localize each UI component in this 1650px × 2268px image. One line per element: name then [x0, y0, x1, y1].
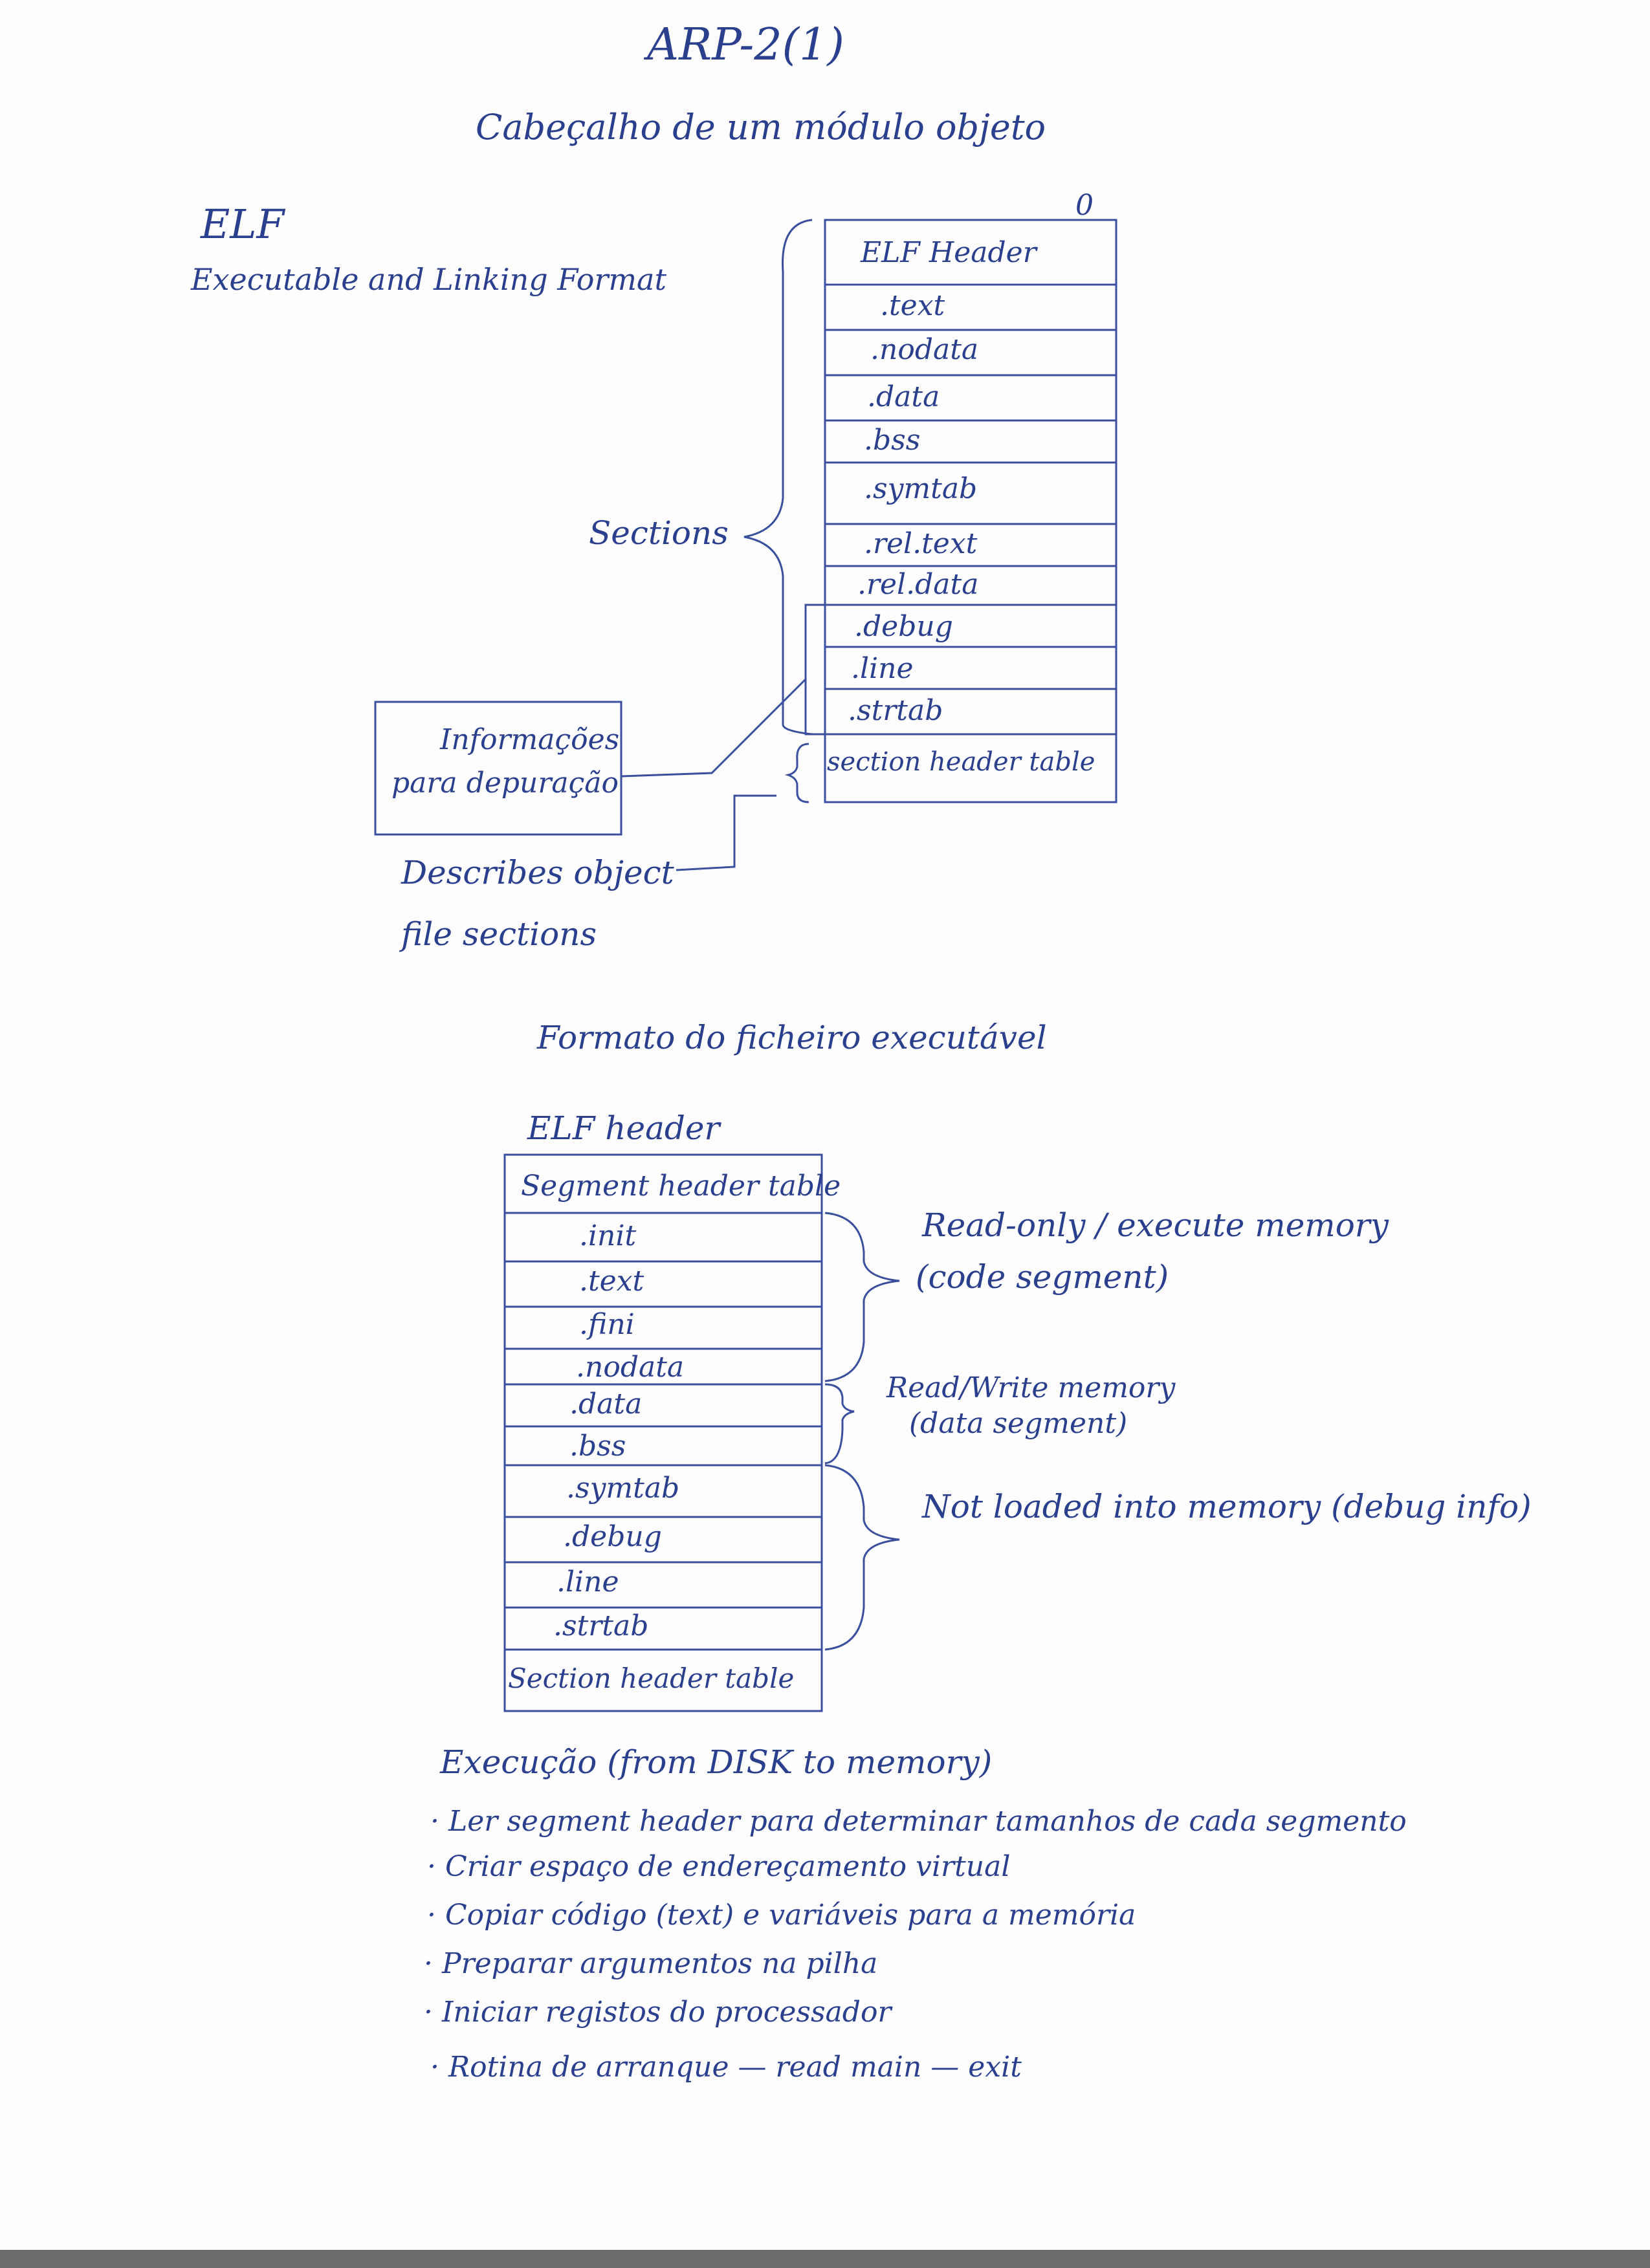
executable-table [503, 1153, 823, 1712]
exec-steps-heading: Execução (from DISK to memory) [440, 1743, 993, 1781]
object-module-table [824, 219, 1117, 803]
exec-step-3: · Copiar código (text) e variáveis para … [427, 1899, 1136, 1932]
exec-step-4-text: Preparar argumentos na pilha [441, 1947, 878, 1980]
exec-cell-8: .debug [563, 1520, 662, 1553]
exec-step-6: · Rotina de arranque — read main — exit [430, 2051, 1022, 2084]
exec-cell-9: .line [556, 1565, 619, 1598]
exec-format-heading: Formato do ficheiro executável [537, 1019, 1047, 1056]
offset-marker: 0 [1075, 189, 1094, 222]
debug-info-line-1: Informações [440, 723, 620, 756]
sections-label: Sections [589, 514, 729, 552]
page-title: ARP-2(1) [647, 19, 844, 71]
exec-cell-11: Section header table [508, 1663, 795, 1694]
exec-cell-10: .strtab [553, 1609, 649, 1642]
exec-step-5: · Iniciar registos do processador [424, 1996, 892, 2029]
exec-cell-7: .symtab [566, 1472, 680, 1505]
group-code-line-2: (code segment) [916, 1258, 1169, 1296]
debug-info-box [374, 701, 622, 836]
exec-cell-4: .nodata [576, 1351, 685, 1384]
scan-bottom-edge [0, 2250, 1650, 2268]
exec-cell-0: Segment header table [521, 1170, 841, 1203]
group-data-line-1: Read/Write memory [886, 1371, 1176, 1404]
obj-cell-9: .line [851, 652, 914, 685]
elf-acronym: ELF [201, 201, 285, 248]
elf-expansion: Executable and Linking Format [191, 262, 666, 297]
sht-note-line-1: Describes object [401, 854, 674, 891]
exec-cell-2: .text [579, 1265, 644, 1298]
group-data-line-2: (data segment) [909, 1407, 1128, 1440]
exec-cell-3: .fini [579, 1308, 635, 1341]
obj-cell-0: ELF Header [861, 236, 1037, 269]
page-subtitle: Cabeçalho de um módulo objeto [476, 107, 1046, 147]
debug-info-line-2: para depuração [391, 767, 619, 800]
exec-step-6-text: Rotina de arranque — read main — exit [448, 2051, 1022, 2084]
obj-cell-2: .nodata [870, 333, 979, 366]
obj-cell-5: .symtab [864, 472, 978, 505]
exec-cell-1: .init [579, 1219, 637, 1252]
exec-step-1-text: Ler segment header para determinar taman… [448, 1805, 1407, 1838]
group-debug-line-1: Not loaded into memory (debug info) [922, 1488, 1532, 1525]
exec-step-5-text: Iniciar registos do processador [441, 1996, 892, 2029]
obj-cell-6: .rel.text [864, 527, 978, 560]
obj-cell-10: .strtab [848, 694, 943, 727]
obj-cell-11: section header table [827, 747, 1095, 777]
obj-cell-8: .debug [854, 610, 953, 643]
exec-elf-header-label: ELF header [527, 1109, 720, 1147]
exec-step-2: · Criar espaço de endereçamento virtual [427, 1850, 1011, 1883]
sht-note-line-2: file sections [401, 915, 597, 953]
obj-cell-1: .text [880, 289, 945, 322]
exec-step-1: · Ler segment header para determinar tam… [430, 1805, 1407, 1838]
exec-cell-6: .bss [569, 1430, 626, 1463]
obj-cell-7: .rel.data [857, 568, 979, 601]
exec-step-4: · Preparar argumentos na pilha [424, 1947, 878, 1980]
obj-cell-3: .data [867, 380, 940, 413]
exec-step-2-text: Criar espaço de endereçamento virtual [445, 1850, 1011, 1883]
exec-cell-5: .data [569, 1388, 643, 1421]
exec-step-3-text: Copiar código (text) e variáveis para a … [445, 1899, 1136, 1932]
obj-cell-4: .bss [864, 424, 921, 457]
group-code-line-1: Read-only / execute memory [922, 1206, 1389, 1244]
